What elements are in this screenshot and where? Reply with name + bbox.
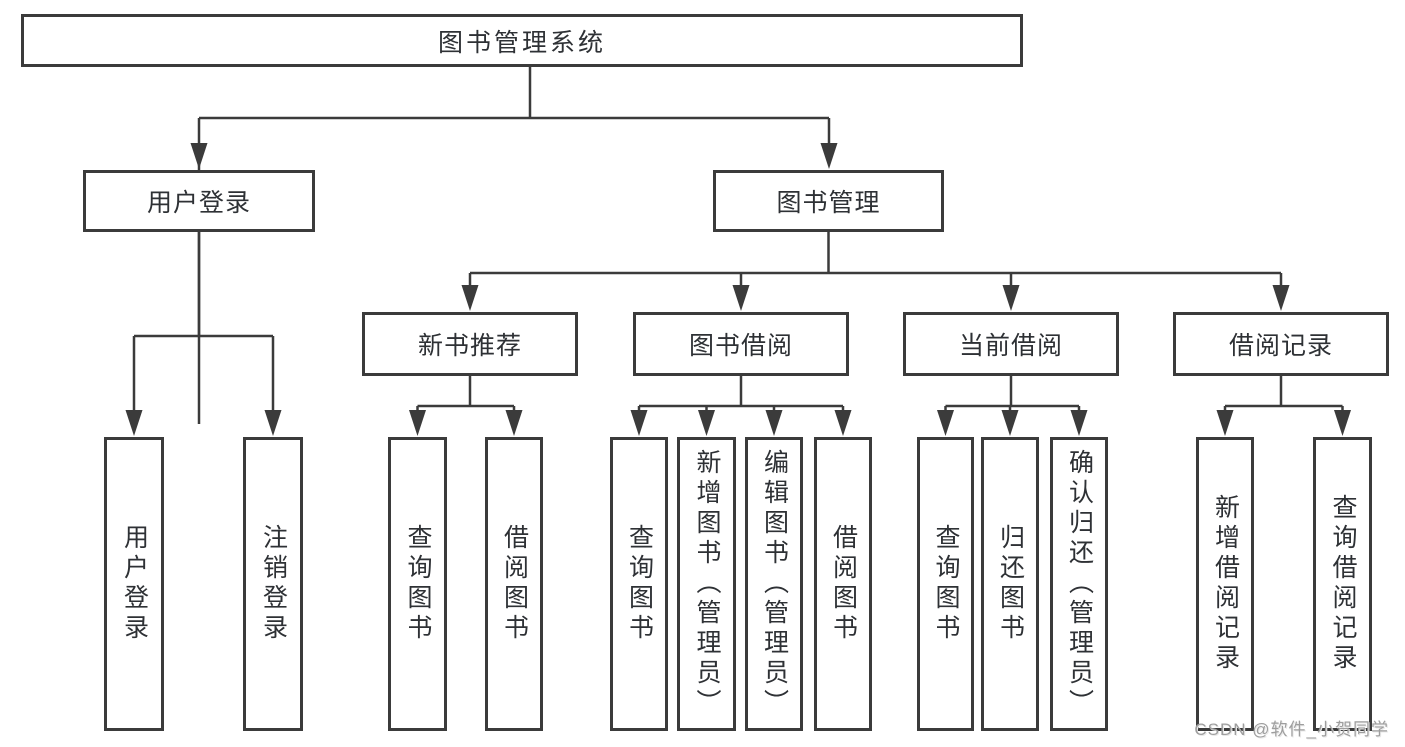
node-current-borrowing: 当前借阅 <box>903 312 1119 376</box>
node-label: 归还图书 <box>996 524 1025 644</box>
node-label: 借阅图书 <box>500 524 529 644</box>
node-label: 确认归还（管理员） <box>1065 449 1094 719</box>
connector-records-branch <box>1223 376 1344 424</box>
node-label: 查询借阅记录 <box>1329 494 1357 674</box>
node-label: 编辑图书（管理员） <box>760 449 789 719</box>
node-label: 借阅图书 <box>829 524 858 644</box>
leaf-return-books: 归还图书 <box>981 437 1039 731</box>
node-user-login: 用户登录 <box>83 170 315 232</box>
node-label: 查询图书 <box>932 524 960 644</box>
arrowheads-level2 <box>190 143 838 169</box>
connector-recommend-branch <box>416 376 516 424</box>
connector-book-management-to-level3 <box>468 232 1283 299</box>
leaf-add-borrow-record: 新增借阅记录 <box>1196 437 1254 731</box>
node-new-book-recommendation: 新书推荐 <box>362 312 578 376</box>
node-label: 用户登录 <box>146 189 251 217</box>
node-label: 新增图书（管理员） <box>693 449 721 719</box>
connector-user-login-branch <box>132 232 275 424</box>
node-label: 查询图书 <box>404 524 432 644</box>
leaf-logout: 注销登录 <box>243 437 303 731</box>
leaf-borrow-books-recommend: 借阅图书 <box>485 437 543 731</box>
leaf-query-books-current: 查询图书 <box>917 437 974 731</box>
leaf-borrow-books-borrowing: 借阅图书 <box>814 437 872 731</box>
node-label: 注销登录 <box>259 524 288 644</box>
node-label: 图书管理 <box>776 189 881 217</box>
leaf-query-books-recommend: 查询图书 <box>388 437 447 731</box>
arrowheads-leaves <box>409 410 1351 436</box>
node-label: 新书推荐 <box>417 332 522 360</box>
node-label: 图书借阅 <box>688 332 793 360</box>
leaf-confirm-return-admin: 确认归还（管理员） <box>1050 437 1108 731</box>
leaf-query-books-borrowing: 查询图书 <box>610 437 668 731</box>
node-label: 查询图书 <box>625 524 654 644</box>
node-label: 新增借阅记录 <box>1211 494 1240 674</box>
csdn-watermark: CSDN @软件_小贺同学 <box>1194 720 1389 739</box>
node-book-borrowing: 图书借阅 <box>633 312 849 376</box>
arrowheads-level3 <box>461 285 1290 311</box>
leaf-query-borrow-record: 查询借阅记录 <box>1313 437 1372 731</box>
node-label: 图书管理系统 <box>437 28 606 57</box>
node-label: 借阅记录 <box>1228 332 1333 360</box>
connector-borrowing-branch <box>637 376 845 424</box>
arrowheads-user-login-branch <box>125 410 282 436</box>
node-book-management: 图书管理 <box>713 170 944 232</box>
node-borrowing-records: 借阅记录 <box>1173 312 1389 376</box>
leaf-add-books-admin: 新增图书（管理员） <box>677 437 736 731</box>
node-library-management-system: 图书管理系统 <box>21 14 1023 67</box>
node-label: 用户登录 <box>120 524 149 644</box>
leaf-user-login: 用户登录 <box>104 437 164 731</box>
leaf-edit-books-admin: 编辑图书（管理员） <box>745 437 803 731</box>
node-label: 当前借阅 <box>958 332 1063 360</box>
